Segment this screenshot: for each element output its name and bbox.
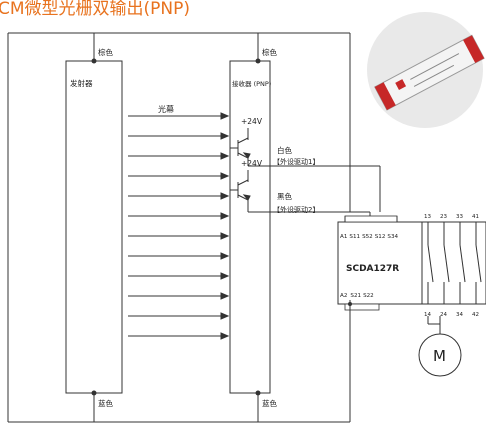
light-beam-arrowhead — [220, 112, 230, 120]
relay-model: SCDA127R — [346, 264, 399, 274]
motor — [418, 316, 462, 377]
output-transistor-1 — [230, 128, 381, 212]
product-photo — [367, 12, 485, 128]
light-beam-arrowhead — [220, 292, 230, 300]
light-beam-arrowhead — [220, 332, 230, 340]
receiver-top-wire: 棕色 — [262, 47, 277, 57]
light-beam-arrowhead — [220, 152, 230, 160]
output-2-color: 黑色 — [277, 191, 292, 201]
light-curtain-label: 光幕 — [158, 104, 174, 114]
light-beam-arrowhead — [220, 312, 230, 320]
light-beam-arrowhead — [220, 232, 230, 240]
relay-contacts: 13 14 23 24 33 34 41 42 — [424, 214, 482, 325]
supply-2: +24V — [241, 159, 263, 168]
emitter-box — [65, 60, 123, 394]
light-beam-arrowhead — [220, 192, 230, 200]
contact-terminal-top: 33 — [456, 214, 463, 220]
light-beam-arrowhead — [220, 172, 230, 180]
output-1-label: 【外设驱动1】 — [273, 157, 319, 166]
light-beam-arrowhead — [220, 252, 230, 260]
contact-switch — [459, 244, 466, 283]
contact-terminal-bottom: 14 — [424, 312, 431, 318]
light-beam-arrowhead — [220, 212, 230, 220]
emitter-top-wire: 棕色 — [98, 47, 113, 57]
contact-terminal-bottom: 24 — [440, 312, 447, 318]
contact-terminal-bottom: 34 — [456, 312, 463, 318]
diagram-title: CM微型光栅双输出(PNP) — [0, 0, 191, 19]
contact-terminal-top: 13 — [424, 214, 431, 220]
emitter-label: 发射器 — [70, 78, 93, 88]
contact-switch — [427, 244, 434, 283]
contact-terminal-bottom: 42 — [472, 312, 479, 318]
contact-switch — [475, 244, 482, 283]
contact-terminal-top: 23 — [440, 214, 447, 220]
contact-terminal-top: 41 — [472, 214, 479, 220]
output-1-color: 白色 — [277, 145, 292, 155]
motor-label: M — [433, 347, 446, 365]
light-beam-arrowhead — [220, 272, 230, 280]
output-2-label: 【外设驱动2】 — [273, 205, 319, 214]
receiver-bottom-wire: 蓝色 — [262, 398, 277, 408]
receiver-label: 接收器 (PNP) — [232, 79, 271, 88]
emitter-bottom-wire: 蓝色 — [98, 398, 113, 408]
contact-switch — [443, 244, 450, 283]
supply-1: +24V — [241, 117, 263, 126]
output-transistor-2 — [230, 170, 371, 222]
receiver-box — [229, 60, 271, 394]
light-beams — [128, 112, 230, 340]
light-beam-arrowhead — [220, 132, 230, 140]
